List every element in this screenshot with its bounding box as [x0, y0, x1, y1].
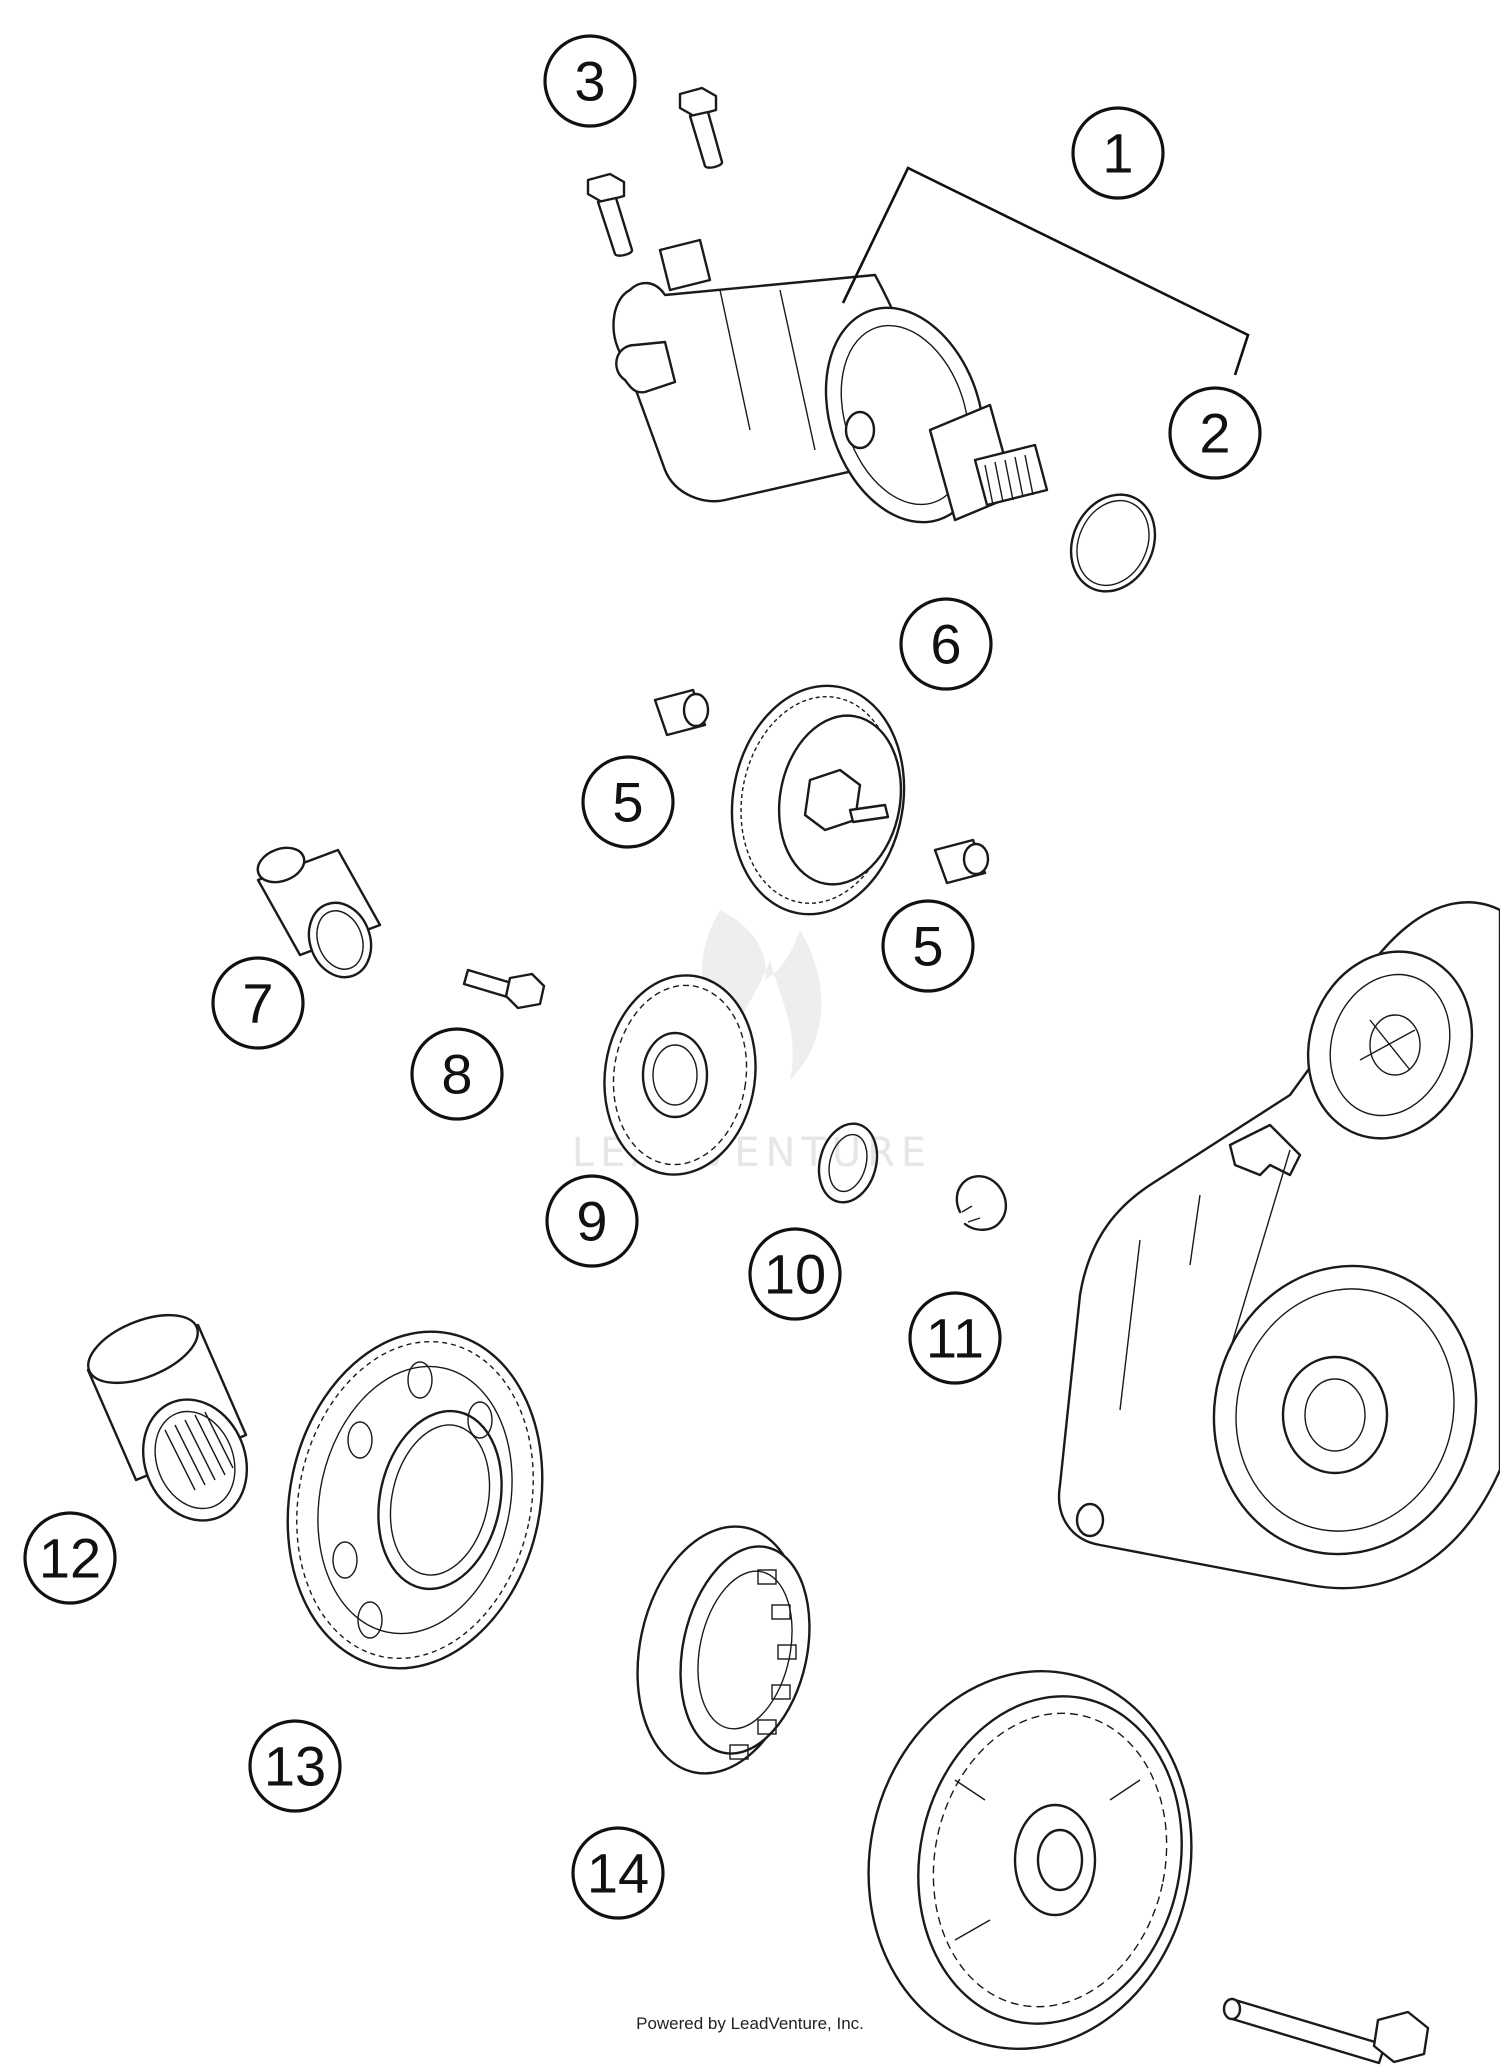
callout-9: 9 — [545, 1174, 639, 1268]
callout-9-label: 9 — [576, 1190, 607, 1253]
callout-13-label: 13 — [264, 1735, 326, 1798]
sleeve — [256, 846, 382, 979]
callout-10: 10 — [748, 1227, 842, 1321]
leader-lines-1-2 — [841, 166, 1250, 376]
callout-1: 1 — [1071, 106, 1165, 200]
callout-12-label: 12 — [39, 1527, 101, 1590]
o-ring — [1069, 493, 1157, 593]
washer — [817, 1122, 879, 1204]
callout-14-label: 14 — [587, 1842, 649, 1905]
callout-11: 11 — [908, 1291, 1002, 1385]
flywheel-bolt — [1222, 1997, 1430, 2065]
callout-5-upper-label: 5 — [612, 771, 643, 834]
flywheel-rotor — [867, 1669, 1193, 2051]
callout-5-lower: 5 — [881, 899, 975, 993]
callout-2: 2 — [1168, 386, 1262, 480]
circlip — [955, 1175, 1008, 1231]
callout-7-label: 7 — [242, 972, 273, 1035]
screw — [462, 968, 546, 1010]
bolt-lower — [586, 172, 634, 257]
needle-bearing — [86, 1313, 249, 1522]
sprocket-gear — [603, 974, 757, 1176]
callout-8: 8 — [410, 1027, 504, 1121]
callout-11-label: 11 — [926, 1307, 984, 1370]
callout-14: 14 — [571, 1826, 665, 1920]
starter-ring-gear — [286, 1330, 544, 1670]
callout-10-label: 10 — [764, 1243, 826, 1306]
intermediate-gear — [730, 684, 906, 916]
copyright-text: Powered by LeadVenture, Inc. — [636, 2014, 864, 2033]
callout-5-lower-label: 5 — [912, 915, 943, 978]
callout-12: 12 — [23, 1511, 117, 1605]
callout-13: 13 — [248, 1719, 342, 1813]
callout-7: 7 — [211, 956, 305, 1050]
callout-3: 3 — [543, 34, 637, 128]
callout-8-label: 8 — [441, 1043, 472, 1106]
callout-3-label: 3 — [574, 50, 605, 113]
callout-6: 6 — [899, 597, 993, 691]
freewheel — [636, 1525, 811, 1775]
callout-2-label: 2 — [1199, 402, 1230, 465]
callout-6-label: 6 — [930, 613, 961, 676]
ignition-cover — [1057, 901, 1500, 1590]
callout-5-upper: 5 — [581, 755, 675, 849]
bolt-upper — [678, 86, 724, 169]
bushing-lower — [933, 838, 990, 885]
callout-1-label: 1 — [1102, 122, 1133, 185]
starter-motor — [612, 238, 1049, 524]
bushing-upper — [653, 688, 710, 737]
